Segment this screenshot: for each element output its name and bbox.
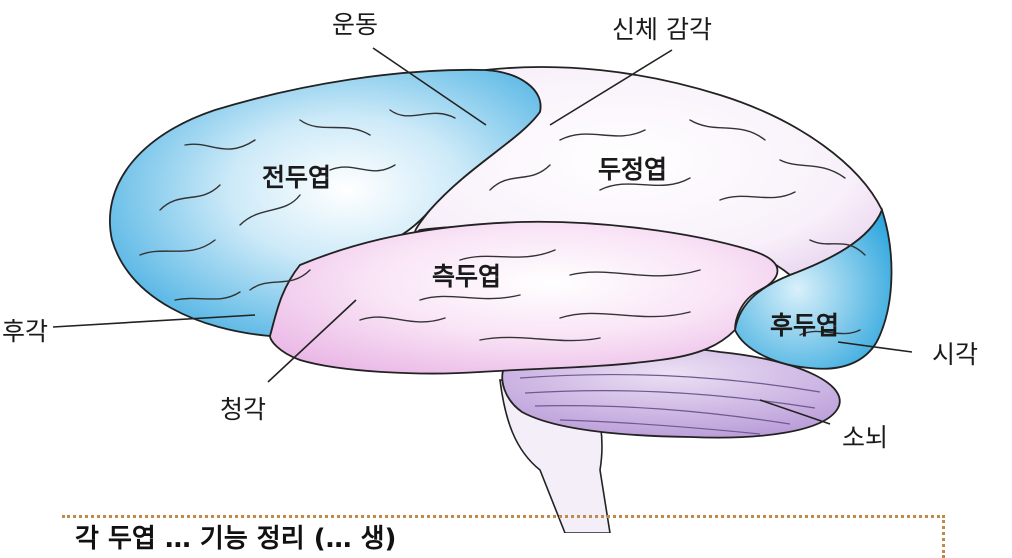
label-cerebellum: 소뇌 [842,418,888,454]
label-temporal-lobe: 측두엽 [432,257,501,293]
brain-diagram: 운동 신체 감각 전두엽 두정엽 측두엽 후두엽 후각 청각 시각 소뇌 각 두… [0,0,1012,533]
label-parietal-lobe: 두정엽 [598,150,667,186]
label-olfaction: 후각 [2,312,48,348]
caption-text: 각 두엽 … 기능 정리 (… 생) [75,518,396,555]
label-hearing: 청각 [220,390,266,426]
label-somatosensory: 신체 감각 [612,10,712,46]
label-motor: 운동 [332,5,378,41]
label-vision: 시각 [932,335,978,371]
label-occipital-lobe: 후두엽 [770,306,839,342]
label-frontal-lobe: 전두엽 [262,158,331,194]
